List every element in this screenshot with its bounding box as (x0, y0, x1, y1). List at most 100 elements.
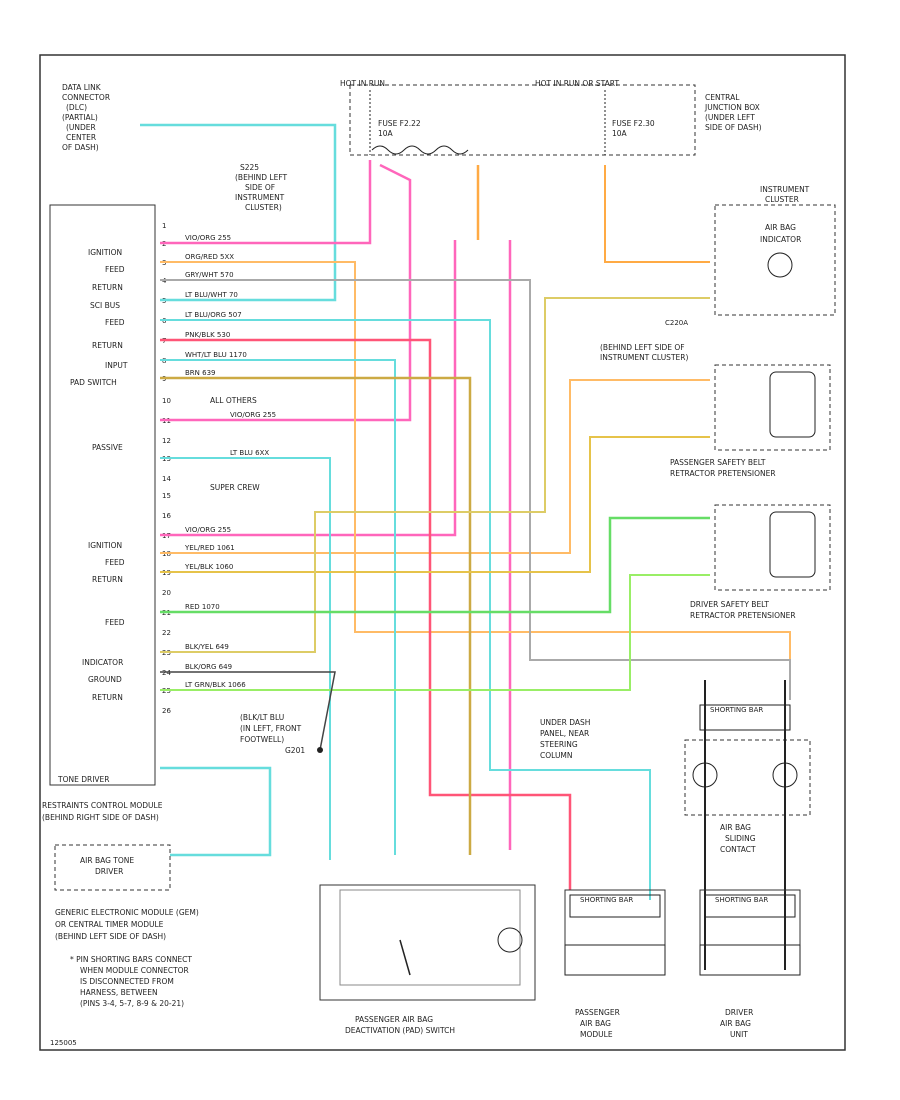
hot-run-label: HOT IN RUN (340, 79, 385, 88)
svg-text:OR CENTRAL TIMER MODULE: OR CENTRAL TIMER MODULE (55, 920, 164, 929)
wire-label: GRY/WHT 570 (185, 271, 234, 279)
fuse-22-symbol (371, 145, 469, 155)
instrument-cluster-box (714, 204, 836, 316)
svg-text:(IN LEFT, FRONT: (IN LEFT, FRONT (240, 724, 302, 733)
wire-brn (160, 376, 472, 855)
svg-text:UNIT: UNIT (730, 1030, 748, 1039)
svg-text:SIDE OF: SIDE OF (245, 183, 275, 192)
hot-run-start-label: HOT IN RUN OR START (535, 79, 619, 88)
svg-text:PAD SWITCH: PAD SWITCH (70, 378, 117, 387)
svg-text:DRIVER SAFETY BELT: DRIVER SAFETY BELT (690, 600, 769, 609)
rcm-location: (BEHIND RIGHT SIDE OF DASH) (42, 813, 159, 822)
clockspring-box (684, 739, 811, 816)
svg-text:FUSE F2.22: FUSE F2.22 (378, 119, 421, 128)
svg-text:CENTRAL: CENTRAL (705, 93, 740, 102)
svg-text:INSTRUMENT CLUSTER): INSTRUMENT CLUSTER) (600, 353, 688, 362)
wire-sci-bus (140, 123, 337, 302)
wire-ignition-2 (160, 240, 457, 537)
svg-text:IGNITION: IGNITION (88, 248, 122, 257)
svg-text:CONTACT: CONTACT (720, 845, 756, 854)
svg-text:IS DISCONNECTED FROM: IS DISCONNECTED FROM (80, 977, 174, 986)
pad-switch-box (319, 884, 536, 1001)
svg-text:AIR BAG: AIR BAG (580, 1019, 611, 1028)
dlc-line-7: OF DASH) (62, 143, 99, 152)
svg-text:(UNDER LEFT: (UNDER LEFT (705, 113, 755, 122)
svg-text:RETRACTOR PRETENSIONER: RETRACTOR PRETENSIONER (690, 611, 796, 620)
super-crew-label: SUPER CREW (210, 483, 260, 492)
rcm-pin-20: 20 (162, 589, 171, 597)
svg-text:(BEHIND LEFT: (BEHIND LEFT (235, 173, 288, 182)
wire-tone (160, 766, 272, 857)
svg-text:PASSIVE: PASSIVE (92, 443, 123, 452)
svg-text:INSTRUMENT: INSTRUMENT (235, 193, 285, 202)
ground-point (317, 747, 323, 753)
dlc-line-1: DATA LINK (62, 83, 102, 92)
wire-label: ORG/RED 5XX (185, 253, 234, 261)
driver-module-body (699, 944, 801, 976)
wire-label: LT GRN/BLK 1066 (185, 681, 246, 689)
wire-label: YEL/RED 1061 (184, 544, 235, 552)
dlc-line-5: (UNDER (66, 123, 96, 132)
svg-text:PASSENGER: PASSENGER (575, 1008, 620, 1017)
wire-lt-grn-blk (160, 574, 710, 691)
svg-text:SHORTING BAR: SHORTING BAR (715, 896, 768, 904)
svg-text:AIR BAG TONE: AIR BAG TONE (80, 856, 134, 865)
rcm-pin-numbers: 1234567891011121314151617181920212223242… (162, 222, 171, 715)
svg-text:RETURN: RETURN (92, 575, 123, 584)
passenger-belt-squib (769, 371, 816, 438)
wire-lt-blu-org (160, 319, 651, 900)
svg-text:CLUSTER): CLUSTER) (245, 203, 282, 212)
svg-text:10A: 10A (378, 129, 394, 138)
svg-text:(BEHIND LEFT SIDE OF DASH): (BEHIND LEFT SIDE OF DASH) (55, 932, 166, 941)
svg-text:RETURN: RETURN (92, 693, 123, 702)
svg-text:SIDE OF DASH): SIDE OF DASH) (705, 123, 762, 132)
rcm-pin-10: 10 (162, 397, 171, 405)
wire-ground (160, 671, 336, 751)
svg-text:INDICATOR: INDICATOR (760, 235, 801, 244)
dlc-line-2: CONNECTOR (62, 93, 110, 102)
all-others-label: ALL OTHERS (210, 396, 257, 405)
wire-lt-blu-super (160, 457, 331, 860)
passenger-belt-pretensioner (714, 364, 831, 451)
svg-text:CLUSTER: CLUSTER (765, 195, 799, 204)
svg-text:SHORTING BAR: SHORTING BAR (710, 706, 763, 714)
passenger-module-body (564, 944, 666, 976)
airbag-tone-driver-box (54, 844, 171, 891)
clockspring-shorting-bar (699, 704, 791, 731)
svg-text:FEED: FEED (105, 618, 125, 627)
wire-yel-blk (160, 436, 710, 573)
svg-text:FUSE F2.30: FUSE F2.30 (612, 119, 655, 128)
svg-text:MODULE: MODULE (580, 1030, 613, 1039)
wire-label: BLK/ORG 649 (185, 663, 232, 671)
svg-text:HARNESS, BETWEEN: HARNESS, BETWEEN (80, 988, 158, 997)
svg-text:FEED: FEED (105, 558, 125, 567)
svg-text:* PIN SHORTING BARS CONNECT: * PIN SHORTING BARS CONNECT (70, 955, 192, 964)
wire-blk-yel (160, 297, 710, 653)
rcm-pin-24: 24 (162, 669, 171, 677)
svg-text:JUNCTION BOX: JUNCTION BOX (704, 103, 760, 112)
svg-text:RETRACTOR PRETENSIONER: RETRACTOR PRETENSIONER (670, 469, 776, 478)
svg-text:SCI BUS: SCI BUS (90, 301, 120, 310)
svg-text:RETURN: RETURN (92, 341, 123, 350)
svg-text:(PINS 3-4, 5-7, 8-9 & 20-21): (PINS 3-4, 5-7, 8-9 & 20-21) (80, 999, 184, 1008)
diagram-border (39, 54, 846, 1051)
wire-red-lt-grn (604, 165, 710, 263)
wire-label: BRN 639 (185, 369, 216, 377)
wire-label: LT BLU/WHT 70 (185, 291, 238, 299)
svg-text:S225: S225 (240, 163, 259, 172)
svg-text:WHEN MODULE CONNECTOR: WHEN MODULE CONNECTOR (80, 966, 189, 975)
svg-text:AIR BAG: AIR BAG (765, 223, 796, 232)
restraints-control-module (49, 204, 156, 786)
wire-label: LT BLU 6XX (230, 449, 269, 457)
svg-text:FEED: FEED (105, 265, 125, 274)
driver-belt-pretensioner (714, 504, 831, 591)
rcm-pin-16: 16 (162, 512, 171, 520)
dlc-line-3: (DLC) (66, 103, 87, 112)
wire-ignition-passive (160, 163, 412, 422)
svg-text:INPUT: INPUT (105, 361, 128, 370)
pad-switch-inner (339, 889, 521, 986)
wire-label: PNK/BLK 530 (185, 331, 230, 339)
diagram-id: 125005 (50, 1039, 77, 1047)
